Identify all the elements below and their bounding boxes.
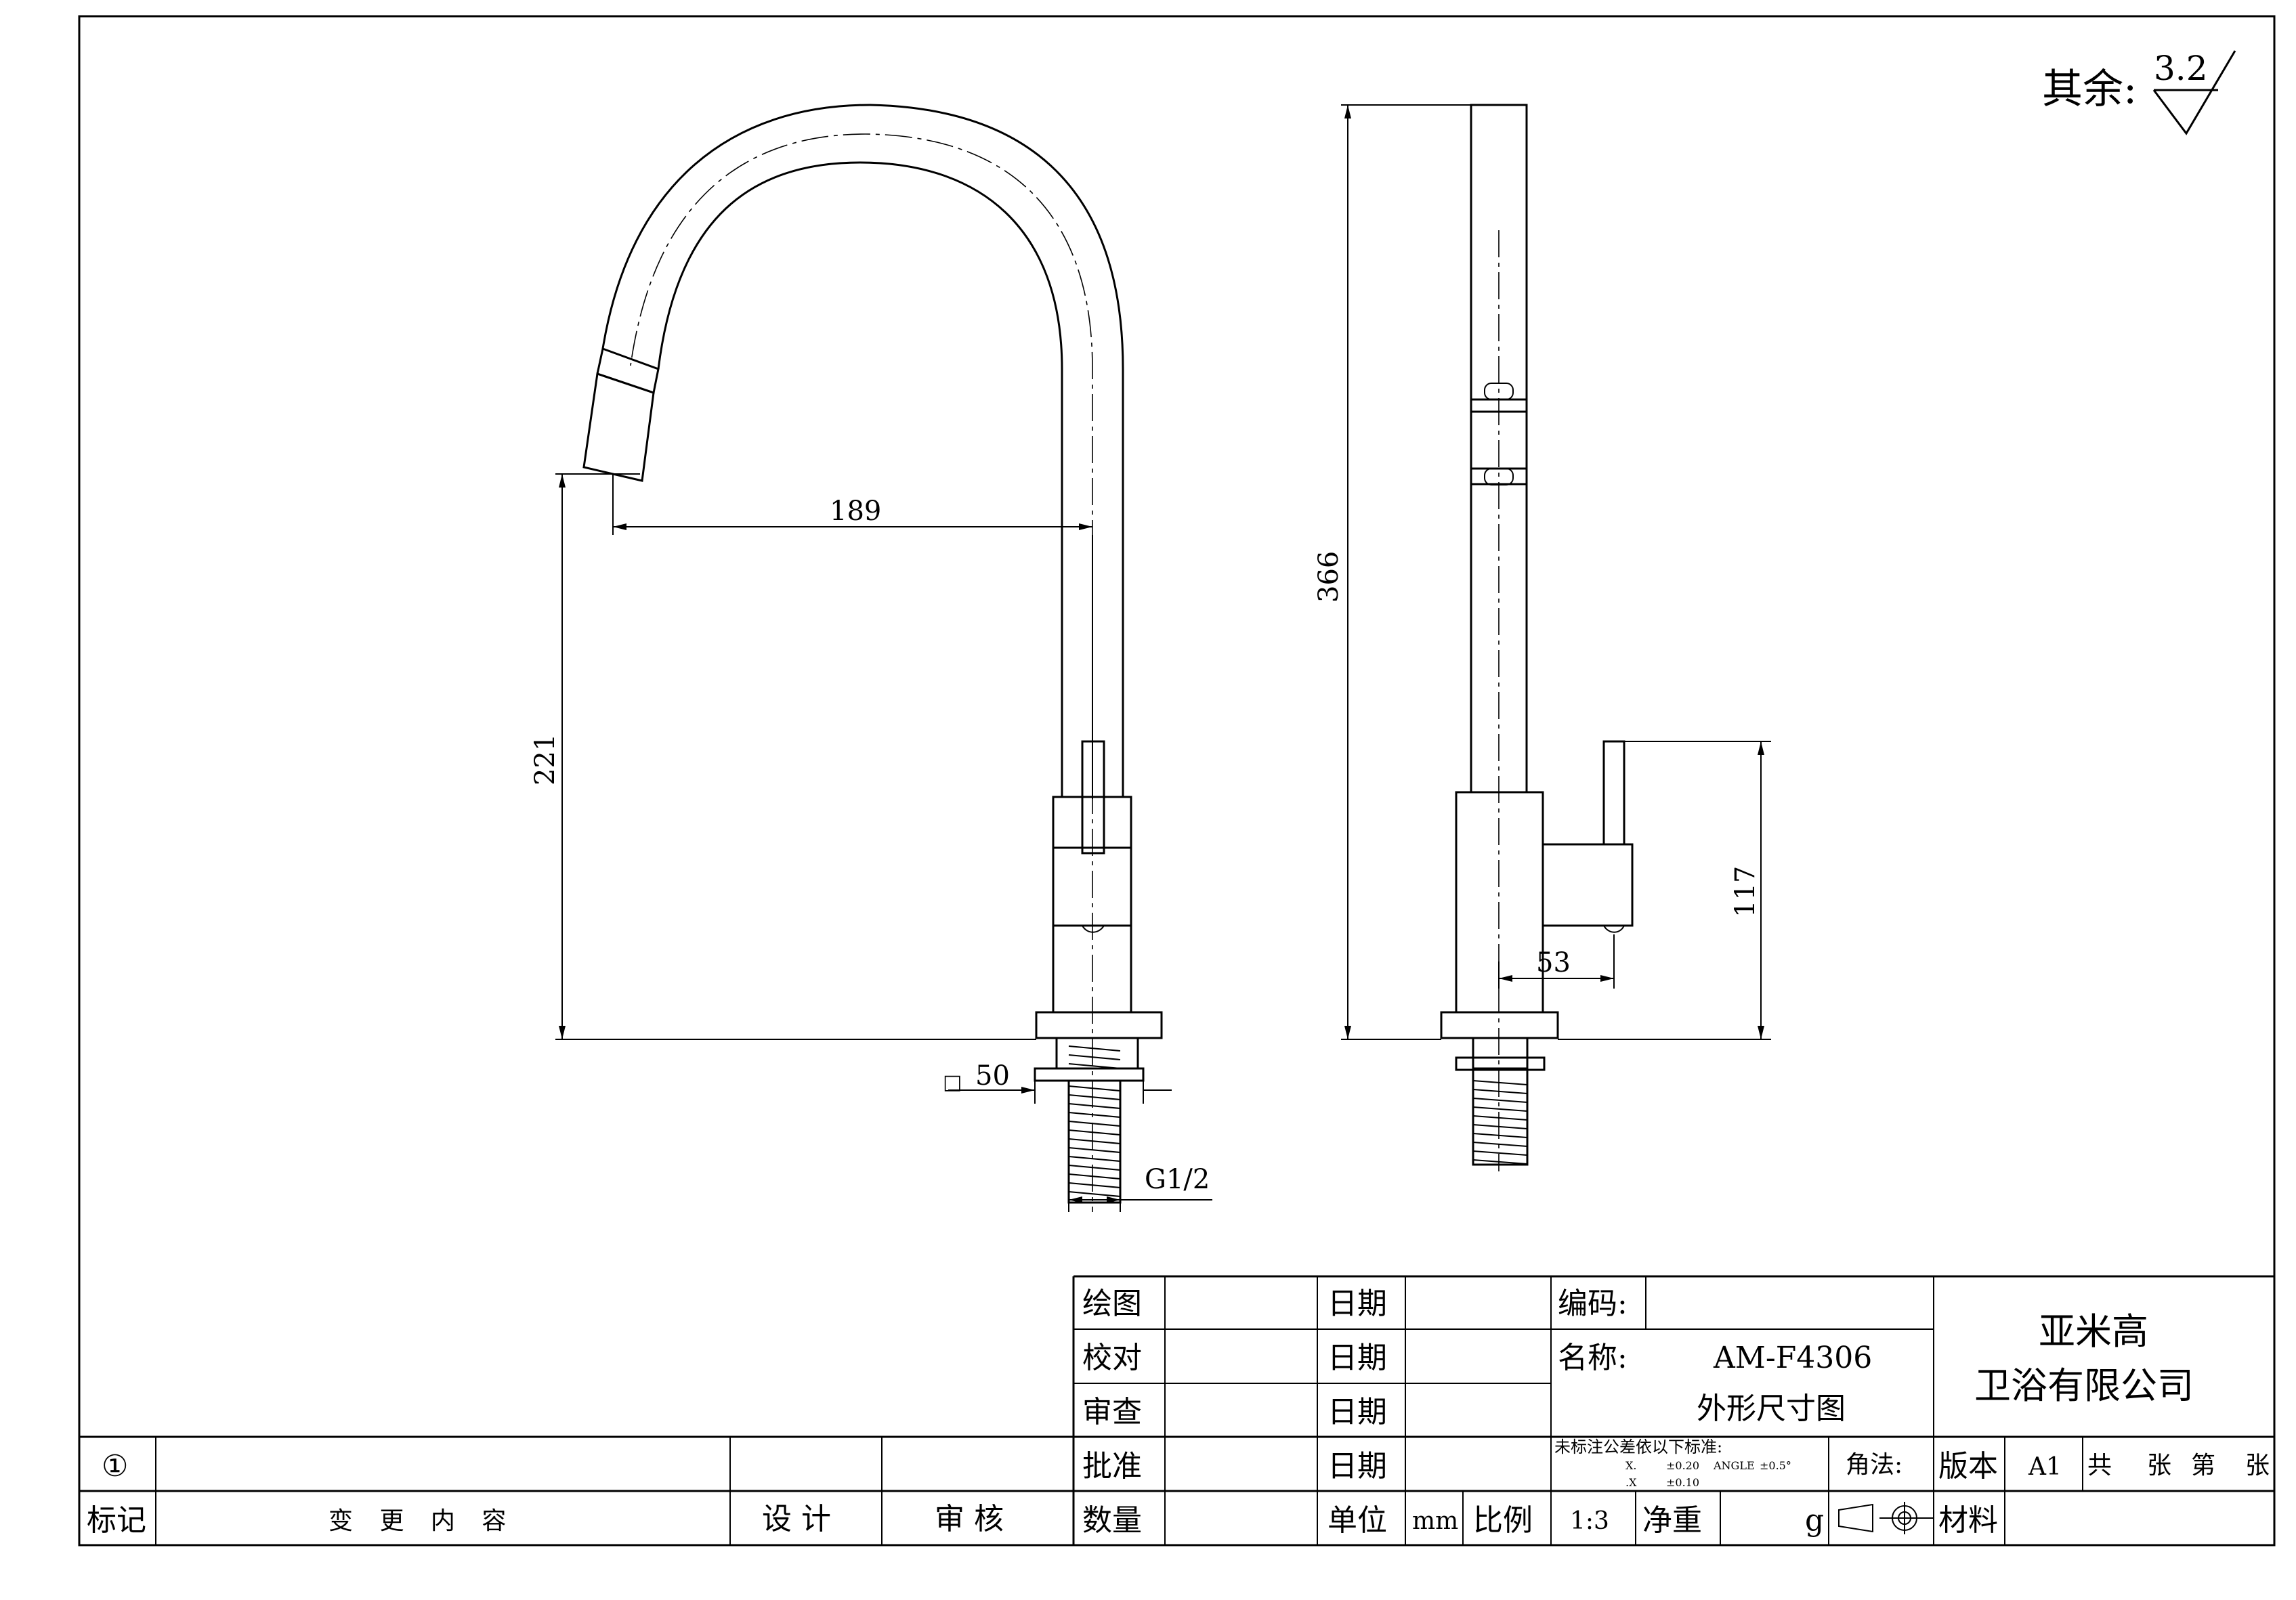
threaded-shank-side bbox=[1472, 1068, 1529, 1166]
dim-total-height: 366 bbox=[1313, 551, 1344, 603]
label-sheet-no: 第 bbox=[2191, 1452, 2215, 1479]
label-name: 名称: bbox=[1558, 1341, 1628, 1375]
side-view-faucet bbox=[1440, 104, 1634, 1171]
spout-centerline bbox=[630, 133, 1093, 799]
label-material: 材料 bbox=[1938, 1503, 1998, 1538]
label-date-3: 日期 bbox=[1327, 1395, 1387, 1429]
tolerance-xx: .X bbox=[1625, 1476, 1637, 1489]
base-flange-side bbox=[1440, 1011, 1559, 1039]
handle-block-side bbox=[1542, 843, 1634, 927]
dim-thread: G1/2 bbox=[1145, 1164, 1210, 1195]
weight-unit: g bbox=[1805, 1503, 1824, 1538]
label-approved: 批准 bbox=[1082, 1449, 1142, 1484]
label-code: 编码: bbox=[1558, 1287, 1628, 1321]
tolerance-x: X. bbox=[1625, 1459, 1636, 1472]
front-dimensions: 189 221 □ 50 G1/2 bbox=[530, 473, 1212, 1212]
base-flange bbox=[1035, 1011, 1163, 1039]
label-unit: 单位 bbox=[1327, 1503, 1387, 1538]
label-net-weight: 净重 bbox=[1642, 1503, 1702, 1538]
dim-handle-height: 117 bbox=[1730, 866, 1761, 917]
label-quantity: 数量 bbox=[1082, 1503, 1142, 1538]
label-date-1: 日期 bbox=[1327, 1287, 1387, 1321]
tolerance-angle: ANGLE bbox=[1713, 1459, 1755, 1472]
spout-outer-line bbox=[601, 104, 1124, 797]
dim-base-symbol: □ bbox=[943, 1071, 962, 1094]
surface-finish-value: 3.2 bbox=[2154, 49, 2208, 88]
label-date-2: 日期 bbox=[1327, 1341, 1387, 1375]
drawing-border bbox=[78, 15, 2276, 1547]
label-reviewed: 审查 bbox=[1082, 1395, 1142, 1429]
tolerance-angle-value: ±0.5° bbox=[1760, 1459, 1791, 1472]
label-date-4: 日期 bbox=[1327, 1449, 1387, 1484]
surface-finish-symbol: 其余: 3.2 bbox=[2042, 49, 2236, 135]
washer bbox=[1034, 1067, 1145, 1082]
company-name-line2: 卫浴有限公司 bbox=[1974, 1364, 2194, 1407]
label-version: 版本 bbox=[1938, 1449, 1998, 1484]
dim-reach: 189 bbox=[830, 496, 881, 527]
dim-spout-height: 221 bbox=[530, 734, 561, 785]
revision-mark-no: ① bbox=[102, 1449, 128, 1484]
lock-nut-side bbox=[1472, 1037, 1529, 1070]
label-sheets-unit-1: 张 bbox=[2147, 1452, 2171, 1479]
label-drawn: 绘图 bbox=[1082, 1287, 1142, 1321]
model-number: AM-F4306 bbox=[1713, 1341, 1872, 1375]
tolerance-x-value: ±0.20 bbox=[1666, 1459, 1699, 1472]
label-mark: 标记 bbox=[87, 1503, 146, 1538]
unit-value: mm bbox=[1412, 1507, 1458, 1535]
label-projection: 角法: bbox=[1846, 1451, 1902, 1479]
title-block: 绘图 校对 审查 批准 数量 日期 日期 日期 日期 单位 mm 比例 编码: … bbox=[79, 1275, 2274, 1545]
drawing-name: 外形尺寸图 bbox=[1697, 1391, 1846, 1426]
label-sheets-unit-2: 张 bbox=[2245, 1452, 2270, 1479]
handle-lever-side bbox=[1602, 740, 1625, 846]
scale-value: 1:3 bbox=[1570, 1507, 1609, 1535]
label-sheets-total: 共 bbox=[2087, 1452, 2112, 1479]
tolerance-xx-value: ±0.10 bbox=[1666, 1476, 1699, 1489]
label-change-content: 变 更 内 容 bbox=[328, 1507, 515, 1535]
version-value: A1 bbox=[2028, 1453, 2062, 1481]
aerator-collar bbox=[596, 347, 660, 394]
label-design: 设 计 bbox=[762, 1502, 831, 1536]
surface-finish-label: 其余: bbox=[2042, 66, 2137, 113]
label-checked: 校对 bbox=[1082, 1341, 1142, 1375]
label-scale: 比例 bbox=[1473, 1503, 1533, 1538]
tolerance-note: 未标注公差依以下标准: bbox=[1554, 1437, 1722, 1456]
side-dimensions: 366 117 53 bbox=[1313, 104, 1771, 1040]
dim-base-size: 50 bbox=[975, 1060, 1010, 1091]
label-review: 审 核 bbox=[935, 1502, 1004, 1536]
thread-lines bbox=[1068, 1045, 1121, 1197]
dim-handle-offset: 53 bbox=[1536, 947, 1571, 978]
front-view-faucet bbox=[582, 104, 1163, 1212]
spout-inner-line bbox=[657, 161, 1063, 797]
projection-symbol bbox=[1838, 1502, 1934, 1534]
company-name-line1: 亚米高 bbox=[2039, 1310, 2148, 1353]
aerator bbox=[582, 372, 655, 482]
